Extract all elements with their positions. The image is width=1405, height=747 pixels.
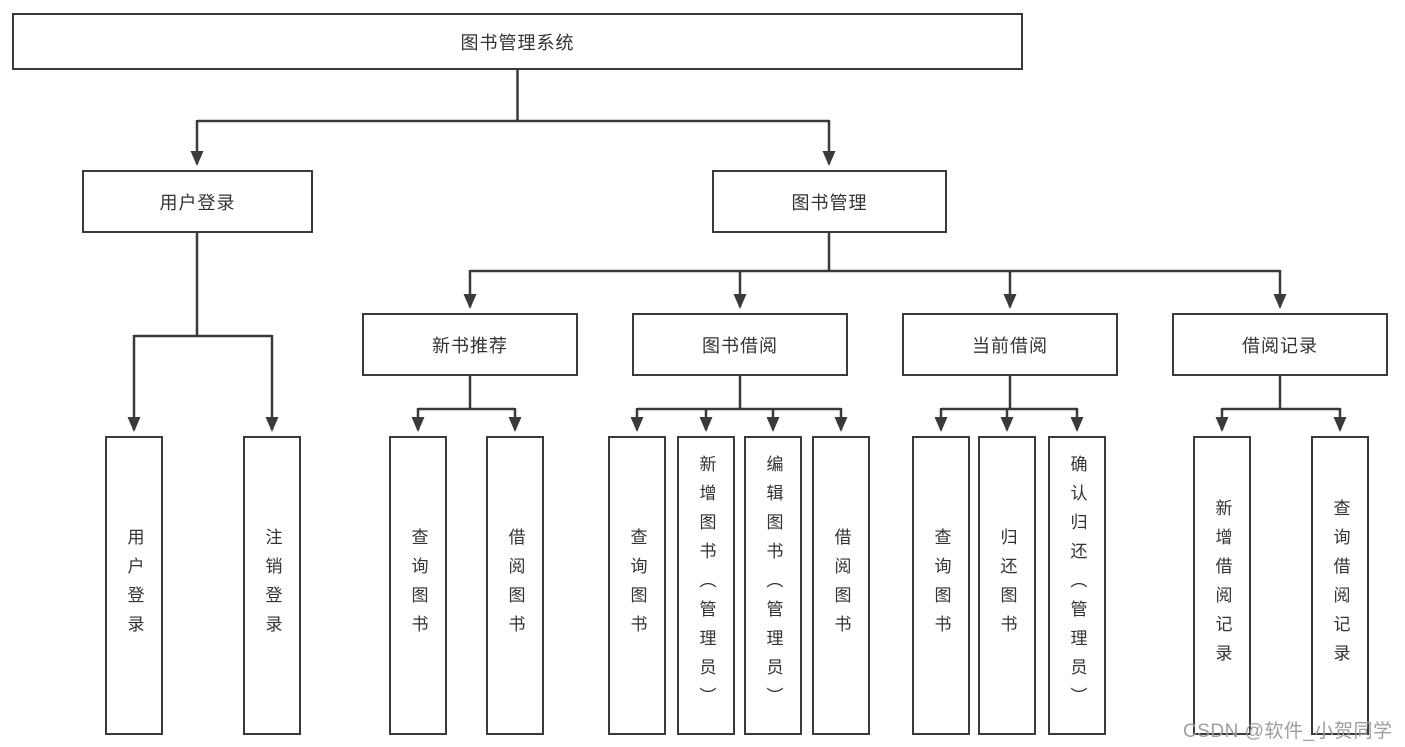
leaf-query-borrow-record: 查询借阅记录 — [1311, 436, 1369, 735]
node-book-borrow: 图书借阅 — [632, 313, 848, 376]
node-borrow-records: 借阅记录 — [1172, 313, 1388, 376]
leaf-return-book: 归还图书 — [978, 436, 1036, 735]
leaf-user-login: 用户登录 — [105, 436, 163, 735]
leaf-confirm-return-admin: 确认归还（管理员） — [1048, 436, 1106, 735]
leaf-add-borrow-record: 新增借阅记录 — [1193, 436, 1251, 735]
node-current-borrow: 当前借阅 — [902, 313, 1118, 376]
leaf-add-book-admin: 新增图书（管理员） — [677, 436, 735, 735]
leaf-query-book-borrow: 查询图书 — [608, 436, 666, 735]
leaf-borrow-book-recommend: 借阅图书 — [486, 436, 544, 735]
csdn-watermark: CSDN @软件_小贺同学 — [1183, 721, 1393, 742]
node-book-management: 图书管理 — [712, 170, 947, 233]
leaf-logout: 注销登录 — [243, 436, 301, 735]
node-new-book-recommend: 新书推荐 — [362, 313, 578, 376]
leaf-borrow-book: 借阅图书 — [812, 436, 870, 735]
node-user-login: 用户登录 — [82, 170, 313, 233]
leaf-query-book-current: 查询图书 — [912, 436, 970, 735]
leaf-edit-book-admin: 编辑图书（管理员） — [744, 436, 802, 735]
node-root-system: 图书管理系统 — [12, 13, 1023, 70]
leaf-query-book-recommend: 查询图书 — [389, 436, 447, 735]
